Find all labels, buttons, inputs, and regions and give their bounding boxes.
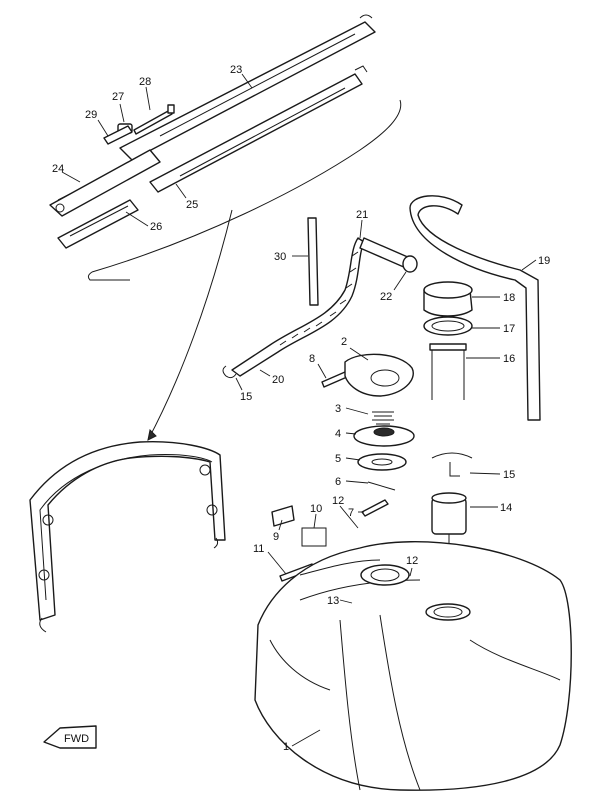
rail-25 (149, 65, 368, 193)
gasket-5 (357, 453, 407, 471)
callout-5: 5 (335, 453, 341, 465)
callout-19: 19 (538, 255, 550, 267)
callout-30: 30 (274, 251, 286, 263)
spring-3 (372, 411, 394, 425)
callout-10: 10 (310, 503, 322, 515)
rod-30 (307, 217, 319, 306)
ring-17 (423, 316, 473, 336)
callout-12b: 12 (406, 555, 418, 567)
callout-22: 22 (380, 291, 392, 303)
callout-11: 11 (253, 543, 264, 555)
clip-15-right (431, 452, 473, 477)
callout-14: 14 (500, 502, 512, 514)
strap-23 (119, 14, 376, 161)
callout-26: 26 (150, 221, 162, 233)
callout-13: 13 (327, 595, 339, 607)
fuel-tank-1 (254, 541, 572, 791)
callout-17: 17 (503, 323, 515, 335)
callout-27: 27 (112, 91, 124, 103)
callout-20: 20 (272, 374, 284, 386)
seal-4 (353, 425, 415, 447)
bolt-8 (321, 371, 348, 388)
callouts: 1 2 3 4 5 6 7 8 9 10 11 12 12 13 14 15 1 (52, 64, 550, 753)
callout-24: 24 (52, 163, 64, 175)
callout-7: 7 (348, 507, 354, 519)
fitting-16 (429, 343, 467, 400)
relation-arrow (147, 209, 233, 441)
vent-hose-19 (409, 195, 541, 421)
cap-2 (344, 353, 414, 397)
plate-26 (57, 199, 139, 249)
callout-15a: 15 (240, 391, 252, 403)
screw-7 (361, 499, 389, 517)
bracket-24 (49, 149, 161, 217)
callout-9: 9 (273, 531, 279, 543)
float-18 (423, 281, 473, 317)
bolt-9 (271, 505, 295, 527)
fwd-label: FWD (64, 733, 89, 745)
washer-10 (301, 527, 327, 547)
spacer-29 (103, 125, 133, 145)
fwd-arrow: FWD (43, 725, 97, 749)
clamp-22 (402, 255, 418, 273)
callout-28: 28 (139, 76, 151, 88)
bracket-assembly (49, 14, 402, 441)
clip-15-left (222, 365, 237, 379)
callout-8: 8 (309, 353, 315, 365)
callout-12a: 12 (332, 495, 344, 507)
callout-25: 25 (186, 199, 198, 211)
callout-3: 3 (335, 403, 341, 415)
callout-21: 21 (356, 209, 368, 221)
plate-6 (367, 481, 396, 491)
callout-29: 29 (85, 109, 97, 121)
callout-1: 1 (283, 741, 289, 753)
enclosure-outline (87, 99, 402, 281)
arrow-head (147, 428, 157, 441)
callout-2: 2 (341, 336, 347, 348)
callout-6: 6 (335, 476, 341, 488)
callout-16: 16 (503, 353, 515, 365)
bolt-28 (133, 104, 175, 135)
callout-15b: 15 (503, 469, 515, 481)
callout-23: 23 (230, 64, 242, 76)
callout-4: 4 (335, 428, 341, 440)
frame-carrier (29, 440, 226, 633)
callout-18: 18 (503, 292, 515, 304)
